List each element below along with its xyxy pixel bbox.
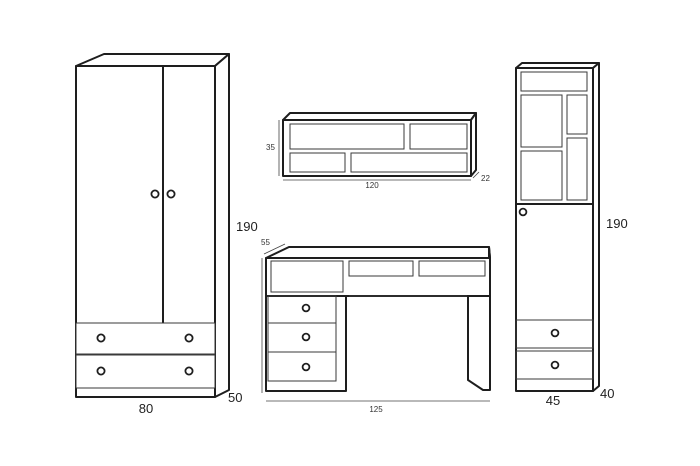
bookcase-compartment bbox=[520, 150, 563, 201]
wardrobe-drawer-knob bbox=[184, 366, 194, 376]
shelf-depth-dimension-line bbox=[472, 171, 480, 179]
desk-depth-dimension-line bbox=[263, 243, 286, 255]
desk-width-label: 125 bbox=[369, 405, 383, 414]
wardrobe-drawer-knob bbox=[184, 333, 194, 343]
bookcase-drawer-knob bbox=[550, 328, 560, 338]
shelf-compartment bbox=[409, 123, 468, 150]
desk-drawer bbox=[267, 351, 337, 382]
bookcase-drawer-knob bbox=[550, 360, 560, 370]
desk: 55 125 bbox=[261, 238, 491, 414]
bookcase-front bbox=[515, 67, 594, 392]
desk-drawer-knob bbox=[301, 362, 311, 372]
bookcase-depth-label: 40 bbox=[600, 386, 614, 401]
wardrobe-door-knob-right bbox=[166, 189, 176, 199]
shelf-depth-label: 22 bbox=[481, 174, 490, 183]
shelf-compartment bbox=[350, 152, 468, 173]
bookcase-compartment bbox=[566, 94, 588, 135]
desk-cubby bbox=[418, 260, 486, 277]
wardrobe-side-face bbox=[214, 53, 230, 398]
desk-right-leg-panel bbox=[467, 295, 491, 391]
desk-cubby bbox=[270, 260, 344, 293]
shelf-compartment bbox=[289, 123, 405, 150]
bookcase-width-label: 45 bbox=[546, 393, 560, 408]
wardrobe-drawer-knob bbox=[96, 333, 106, 343]
desk-front-panel bbox=[265, 257, 491, 297]
bookcase-compartment bbox=[520, 71, 588, 92]
desk-top-surface bbox=[265, 246, 491, 259]
bookcase-drawer-upper bbox=[515, 319, 594, 349]
desk-depth-label: 55 bbox=[261, 238, 270, 247]
bookcase-height-label: 190 bbox=[606, 216, 628, 231]
shelf-width-label: 120 bbox=[365, 181, 379, 190]
bookcase: 190 45 40 bbox=[515, 62, 628, 408]
shelf-compartment bbox=[289, 152, 346, 173]
wardrobe-top-face bbox=[75, 53, 230, 67]
desk-drawer-knob bbox=[301, 332, 311, 342]
bookcase-door-knob bbox=[518, 207, 528, 217]
bookcase-drawer-lower bbox=[515, 350, 594, 380]
wardrobe-width-label: 80 bbox=[139, 401, 153, 416]
wardrobe: 190 80 50 bbox=[75, 53, 258, 416]
shelf-top-face bbox=[282, 112, 477, 121]
bookcase-compartment bbox=[520, 94, 563, 148]
desk-drawer-knob bbox=[301, 303, 311, 313]
wardrobe-depth-label: 50 bbox=[228, 390, 242, 405]
shelf-height-label: 35 bbox=[266, 143, 275, 152]
shelf-front bbox=[282, 119, 472, 177]
wardrobe-drawer-knob bbox=[96, 366, 106, 376]
wardrobe-height-label: 190 bbox=[236, 219, 258, 234]
bookcase-compartment bbox=[566, 137, 588, 201]
desk-cubby bbox=[348, 260, 414, 277]
wardrobe-door-knob-left bbox=[150, 189, 160, 199]
wall-shelf: 35 120 22 bbox=[266, 112, 490, 190]
